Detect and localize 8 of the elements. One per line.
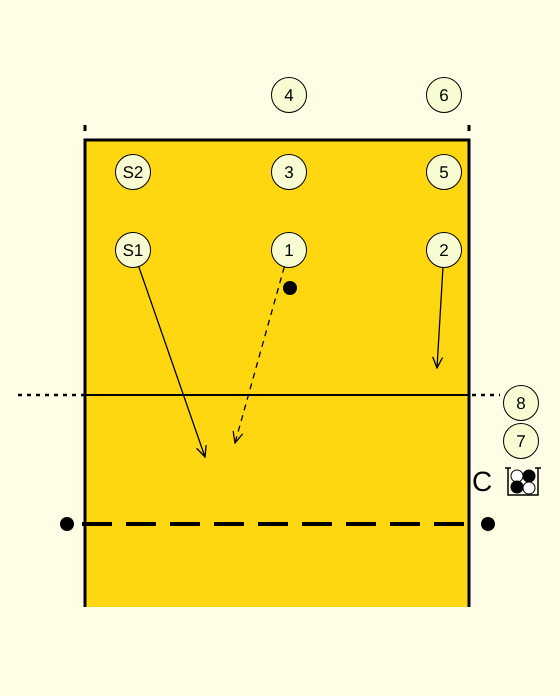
- player-circle: 4: [271, 77, 307, 113]
- player-circle: 7: [503, 423, 539, 459]
- arrow: [432, 267, 444, 369]
- player-circle: 8: [503, 385, 539, 421]
- coach-label: C: [472, 468, 492, 496]
- arrow: [138, 266, 207, 458]
- player-circle: 6: [426, 77, 462, 113]
- arrow: [232, 266, 285, 444]
